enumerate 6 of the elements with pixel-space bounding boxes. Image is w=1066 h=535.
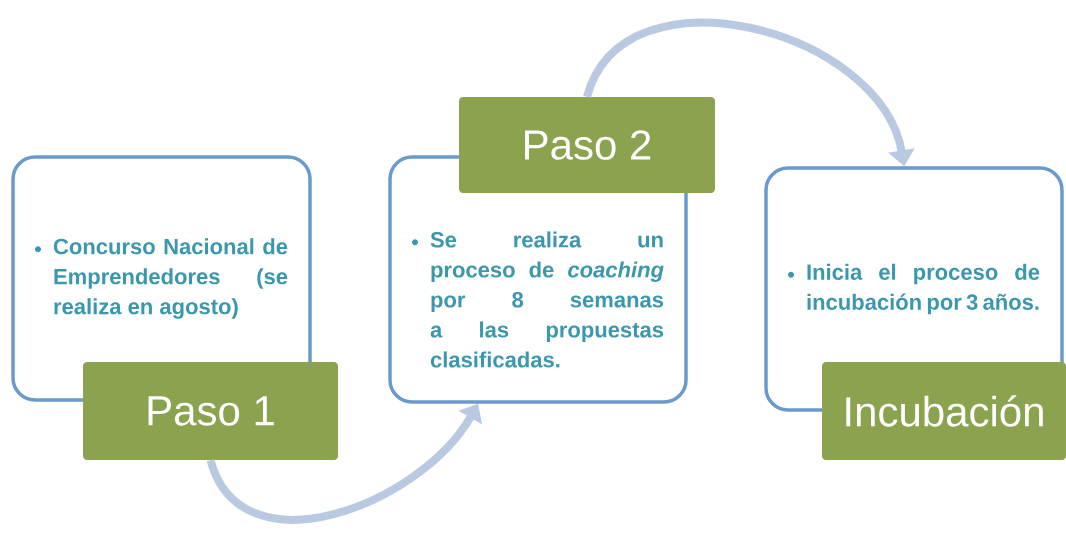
label-box: Incubación: [822, 362, 1066, 460]
bullet-text: Concurso Nacional de Emprendedores (se realiza en agosto): [53, 238, 288, 319]
label-box: Paso 2: [459, 97, 715, 193]
label-box: Paso 1: [83, 362, 338, 460]
bullet-text: Inicia el proceso de incubación por 3 años.: [807, 263, 1040, 315]
bullet-text: Se realiza un proceso de coaching por 8 semanas a las propuestas clasificadas.: [430, 231, 664, 368]
